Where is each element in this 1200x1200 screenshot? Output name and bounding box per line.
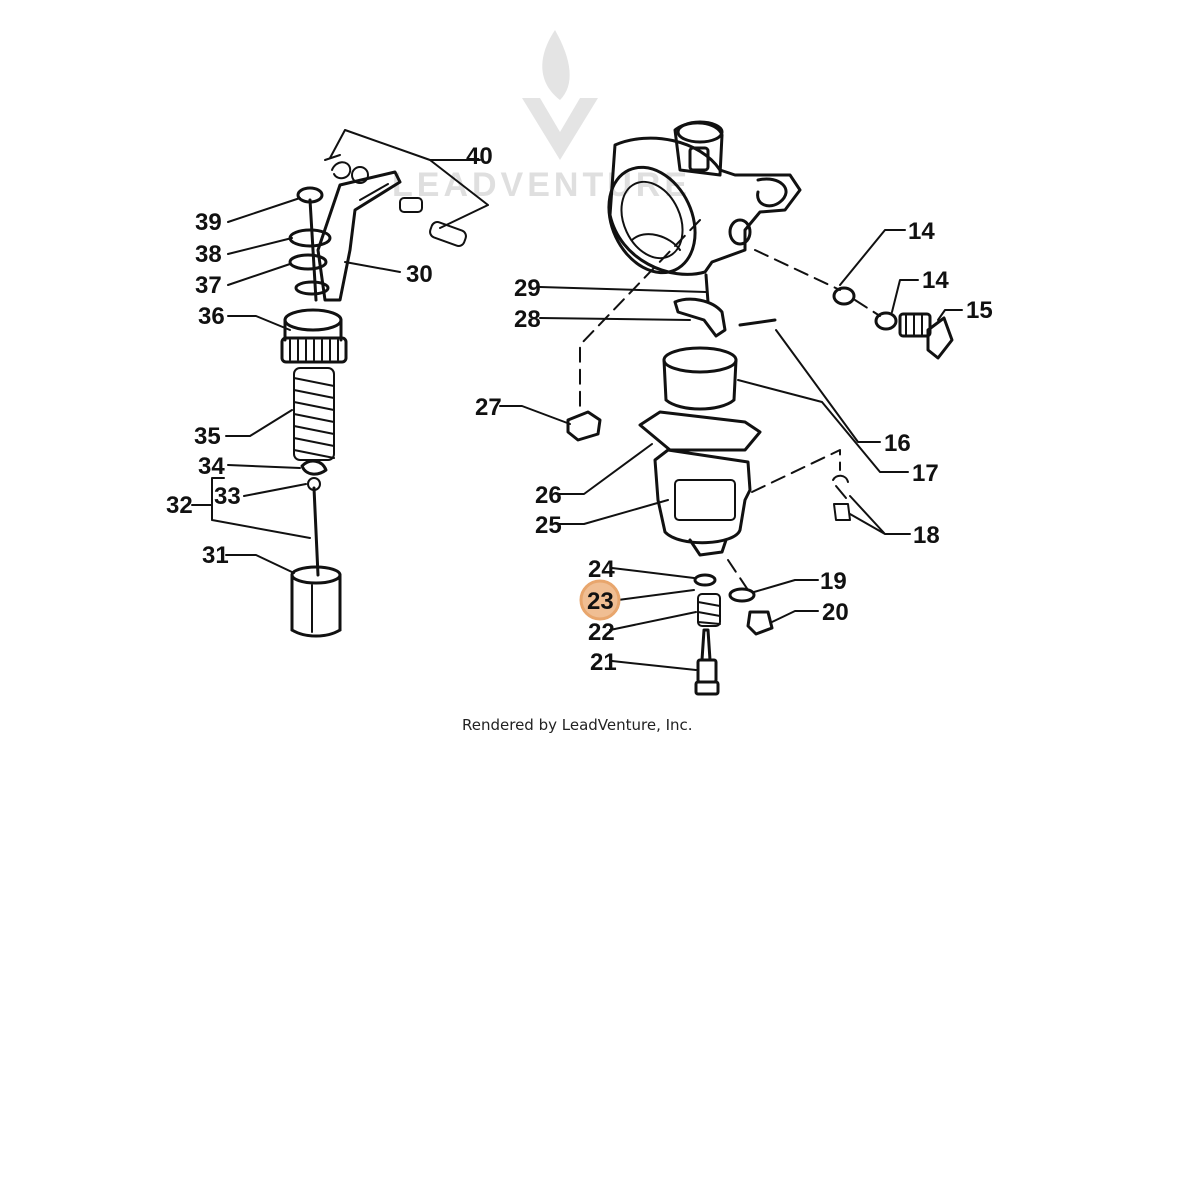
part-37-washer: [288, 253, 328, 271]
part-40-linkage: [324, 154, 467, 247]
part-38-washer: [288, 228, 332, 248]
part-14-washer-a: [832, 286, 856, 306]
part-17-float: [662, 346, 738, 411]
left-assembly: [191, 129, 489, 638]
callout-16[interactable]: 16: [884, 430, 911, 457]
part-31-slide: [290, 565, 342, 638]
callout-31[interactable]: 31: [202, 542, 229, 569]
callout-32[interactable]: 32: [166, 492, 193, 519]
part-22-spring: [697, 593, 721, 627]
part-19-washer: [728, 587, 756, 603]
carburetor-body: [607, 120, 802, 276]
right-assembly: [499, 120, 963, 696]
part-29-pin: [704, 273, 710, 304]
part-24-washer: [693, 573, 717, 587]
callout-30[interactable]: 30: [406, 261, 433, 288]
callout-19[interactable]: 19: [820, 568, 847, 595]
footer-credit: Rendered by LeadVenture, Inc.: [462, 716, 693, 734]
callout-37[interactable]: 37: [195, 272, 222, 299]
part-20-screw: [746, 610, 774, 636]
callout-35[interactable]: 35: [194, 423, 221, 450]
part-25-bowl: [653, 448, 752, 557]
part-21-needle: [694, 628, 720, 696]
callout-21[interactable]: 21: [590, 649, 617, 676]
part-33-needle: [312, 486, 320, 577]
callout-17[interactable]: 17: [912, 460, 939, 487]
callout-36[interactable]: 36: [198, 303, 225, 330]
callout-40[interactable]: 40: [466, 143, 493, 170]
part-28-float-arm: [673, 297, 727, 338]
part-36-cap: [280, 308, 348, 364]
callout-39[interactable]: 39: [195, 209, 222, 236]
part-35-spring: [293, 367, 335, 461]
callout-14-upper[interactable]: 14: [908, 218, 935, 245]
part-18-screw-a: [832, 474, 849, 499]
callout-33[interactable]: 33: [214, 483, 241, 510]
callout-24[interactable]: 24: [588, 556, 615, 583]
callout-38[interactable]: 38: [195, 241, 222, 268]
part-15-bolt: [898, 312, 954, 360]
part-26-gasket: [638, 410, 762, 452]
watermark-text: LEADVENTURE: [392, 166, 691, 204]
part-34-clip: [300, 459, 328, 476]
callout-labels: 40 39 38 37 36 35 34 33 32 31 30 29 28 2…: [166, 143, 993, 676]
callout-14-lower[interactable]: 14: [922, 267, 949, 294]
callout-18[interactable]: 18: [913, 522, 940, 549]
callout-23[interactable]: 23: [587, 588, 614, 615]
callout-20[interactable]: 20: [822, 599, 849, 626]
callout-27[interactable]: 27: [475, 394, 502, 421]
leadventure-watermark: LEADVENTURE: [392, 30, 691, 204]
part-30-lever: [316, 170, 402, 302]
part-27-plug: [566, 410, 602, 442]
callout-25[interactable]: 25: [535, 512, 562, 539]
callout-26[interactable]: 26: [535, 482, 562, 509]
callout-22[interactable]: 22: [588, 619, 615, 646]
part-14-washer-b: [874, 311, 898, 331]
callout-29[interactable]: 29: [514, 275, 541, 302]
callout-28[interactable]: 28: [514, 306, 541, 333]
callout-23-highlight[interactable]: [579, 579, 621, 621]
part-18-screw-b: [833, 503, 851, 521]
callout-15[interactable]: 15: [966, 297, 993, 324]
part-39-pin: [308, 198, 318, 302]
part-28-pin: [738, 318, 777, 327]
callout-34[interactable]: 34: [198, 453, 225, 480]
